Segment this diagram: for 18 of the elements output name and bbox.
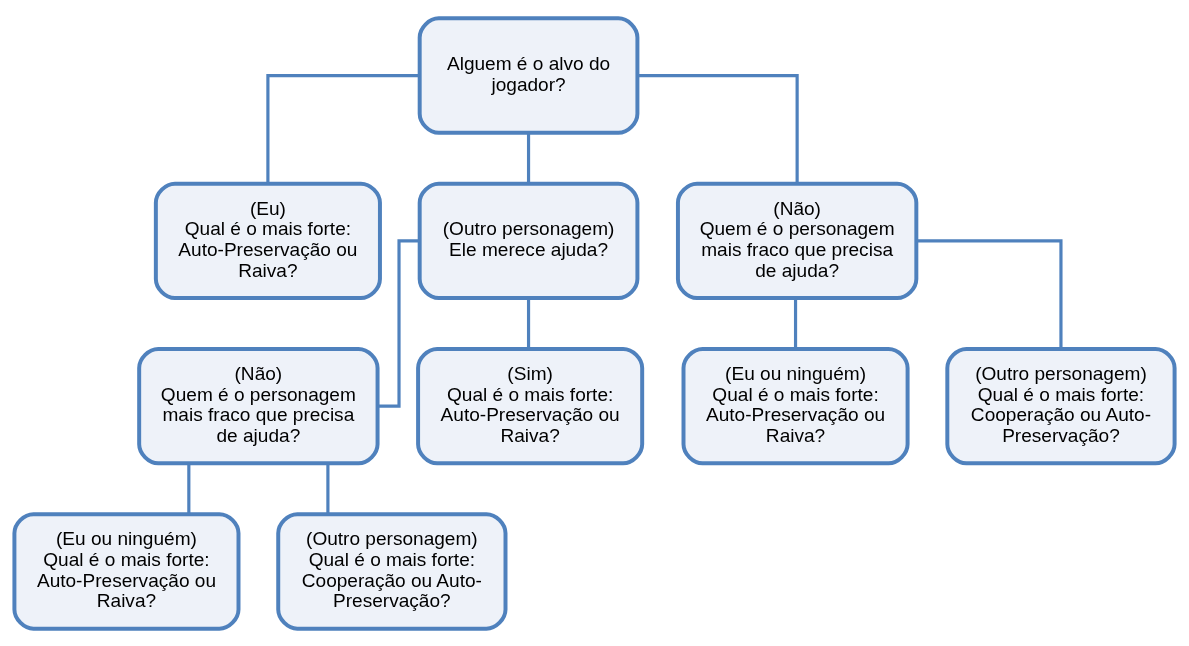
connector — [637, 73, 799, 183]
node-box: (Outro personagem) Qual é o mais forte: Cooperação ou Auto-Preservação? — [276, 511, 508, 631]
node-box: (Outro personagem) Ele merece ajuda? — [417, 181, 640, 300]
node-box: (Sim) Qual é o mais forte: Auto-Preservação ou Raiva? — [416, 346, 645, 465]
connector — [266, 73, 420, 183]
node-box: (Eu ou ninguém) Qual é o mais forte: Auto-Preservação ou Raiva? — [12, 511, 241, 631]
node-box: (Não) Quem é o personagem mais fraco que precisa de ajuda? — [137, 346, 380, 465]
node-box: (Não) Quem é o personagem mais fraco que precisa de ajuda? — [675, 181, 919, 300]
node-box: (Outro personagem) Qual é o mais forte: Cooperação ou Auto-Preservação? — [945, 346, 1177, 465]
connector — [793, 297, 798, 349]
connector — [326, 463, 330, 514]
connector — [526, 297, 531, 349]
node-box: (Eu ou ninguém) Qual é o mais forte: Auto-Preservação ou Raiva? — [681, 346, 910, 465]
connector — [916, 238, 1063, 349]
connector — [187, 463, 191, 514]
connector — [526, 132, 531, 184]
node-box: Alguem é o alvo do jogador? — [417, 15, 640, 135]
node-box: (Eu) Qual é o mais forte: Auto-Preservação ou Raiva? — [153, 181, 382, 300]
